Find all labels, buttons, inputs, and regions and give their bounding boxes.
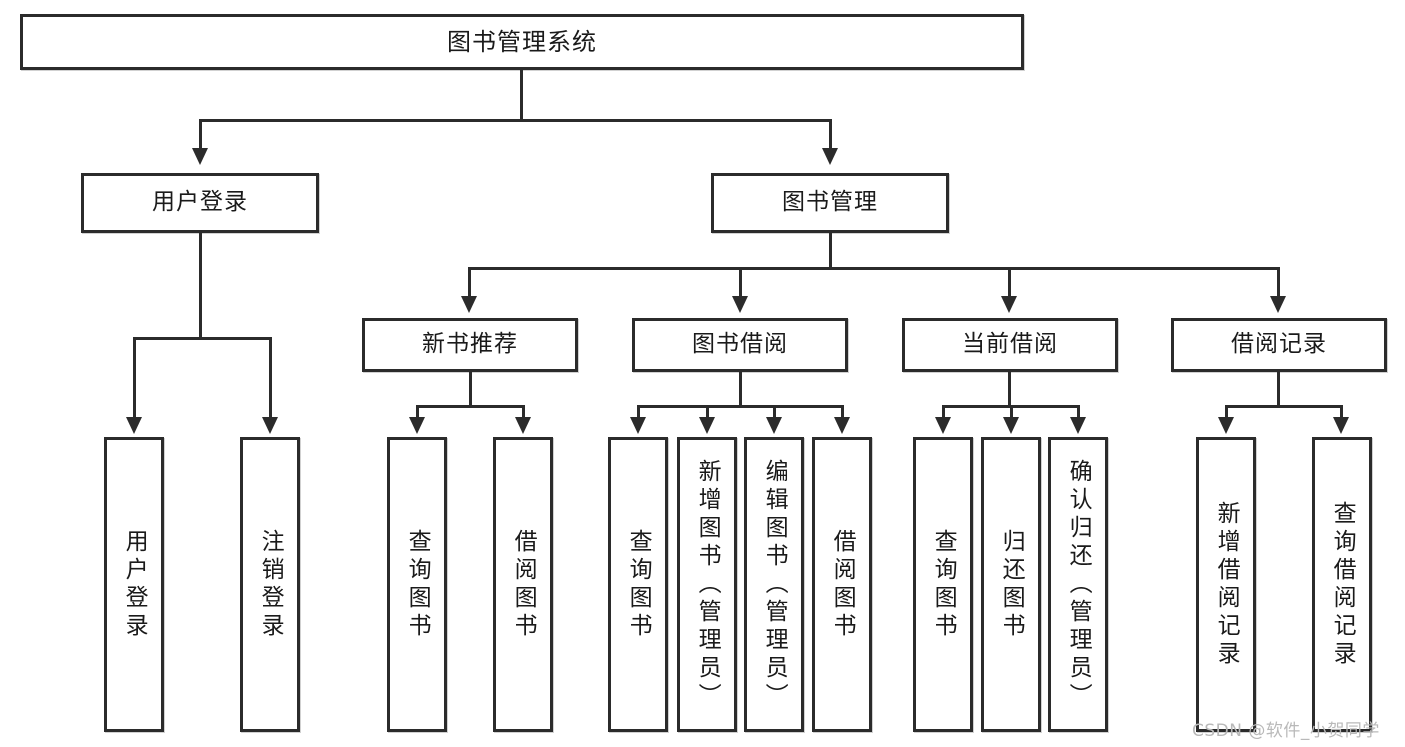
- node-label: 当前借阅: [962, 331, 1058, 358]
- connector-currentborrow-to-leaf2: [1010, 405, 1013, 419]
- arrowhead-currentborrow-leaf2: [1003, 417, 1019, 434]
- connector-currentborrow-stem: [1008, 372, 1011, 408]
- connector-userlogin-stem: [199, 233, 202, 340]
- node-label: 用户登录: [121, 528, 148, 641]
- connector-bookborrow-to-leaf4: [841, 405, 844, 419]
- node-label: 借阅图书: [829, 528, 856, 641]
- leaf-newbook-query-book: 查询图书: [387, 437, 447, 732]
- node-label: 新增借阅记录: [1213, 500, 1240, 669]
- leaf-bookborrow-query-book: 查询图书: [608, 437, 668, 732]
- arrowhead-bookmgmt-current: [1001, 296, 1017, 313]
- csdn-watermark: CSDN @软件_小贺同学: [1192, 721, 1380, 741]
- node-label: 图书管理: [782, 189, 878, 216]
- leaf-borrowrecord-add-record: 新增借阅记录: [1196, 437, 1256, 732]
- node-root-system: 图书管理系统: [20, 14, 1024, 70]
- arrowhead-bookmgmt-borrow: [732, 296, 748, 313]
- arrowhead-borrowrecord-leaf1: [1218, 417, 1234, 434]
- node-label: 借阅记录: [1231, 331, 1327, 358]
- leaf-currentborrow-return-book: 归还图书: [981, 437, 1041, 732]
- leaf-user-login: 用户登录: [104, 437, 164, 732]
- arrowhead-currentborrow-leaf3: [1070, 417, 1086, 434]
- arrowhead-borrowrecord-leaf2: [1333, 417, 1349, 434]
- leaf-borrowrecord-query-record: 查询借阅记录: [1312, 437, 1372, 732]
- node-label: 新书推荐: [422, 331, 518, 358]
- connector-root-stem: [520, 70, 523, 121]
- connector-newbook-to-leaf2: [522, 405, 525, 419]
- connector-borrowrecord-to-leaf2: [1340, 405, 1343, 419]
- node-label: 借阅图书: [510, 528, 537, 641]
- leaf-currentborrow-confirm-return-admin: 确认归还（管理员）: [1048, 437, 1108, 732]
- arrowhead-bookmgmt-record: [1270, 296, 1286, 313]
- node-label: 查询图书: [404, 528, 431, 641]
- connector-currentborrow-to-leaf3: [1077, 405, 1080, 419]
- connector-root-bus: [199, 119, 832, 122]
- connector-borrowrecord-to-leaf1: [1225, 405, 1228, 419]
- connector-currentborrow-to-leaf1: [942, 405, 945, 419]
- node-label: 查询图书: [625, 528, 652, 641]
- connector-borrowrecord-stem: [1277, 372, 1280, 408]
- arrowhead-bookborrow-leaf1: [630, 417, 646, 434]
- connector-bookmgmt-to-borrow: [739, 267, 742, 299]
- connector-bookborrow-stem: [739, 372, 742, 408]
- arrowhead-currentborrow-leaf1: [935, 417, 951, 434]
- node-label: 图书管理系统: [447, 27, 597, 56]
- arrowhead-bookborrow-leaf3: [766, 417, 782, 434]
- arrowhead-root-to-bookmgmt: [822, 148, 838, 165]
- connector-newbook-bus: [416, 405, 525, 408]
- connector-userlogin-bus: [133, 337, 272, 340]
- node-label: 注销登录: [257, 528, 284, 641]
- node-label: 编辑图书（管理员）: [761, 458, 788, 711]
- connector-bookmgmt-bus: [468, 267, 1280, 270]
- connector-borrowrecord-bus: [1225, 405, 1343, 408]
- connector-bookmgmt-to-current: [1008, 267, 1011, 299]
- node-label: 查询图书: [930, 528, 957, 641]
- leaf-logout-login: 注销登录: [240, 437, 300, 732]
- node-label: 归还图书: [998, 528, 1025, 641]
- connector-userlogin-to-leaf2: [269, 337, 272, 419]
- leaf-newbook-borrow-book: 借阅图书: [493, 437, 553, 732]
- arrowhead-bookborrow-leaf2: [699, 417, 715, 434]
- connector-bookmgmt-stem: [829, 233, 832, 270]
- connector-userlogin-to-leaf1: [133, 337, 136, 419]
- node-user-login: 用户登录: [81, 173, 319, 233]
- connector-newbook-to-leaf1: [416, 405, 419, 419]
- node-new-book-recommend: 新书推荐: [362, 318, 578, 372]
- node-label: 新增图书（管理员）: [694, 458, 721, 711]
- arrowhead-userlogin-leaf2: [262, 417, 278, 434]
- connector-newbook-stem: [469, 372, 472, 408]
- node-label: 用户登录: [152, 189, 248, 216]
- arrowhead-userlogin-leaf1: [126, 417, 142, 434]
- node-book-management: 图书管理: [711, 173, 949, 233]
- connector-bookmgmt-to-record: [1277, 267, 1280, 299]
- leaf-bookborrow-add-book-admin: 新增图书（管理员）: [677, 437, 737, 732]
- leaf-bookborrow-borrow-book: 借阅图书: [812, 437, 872, 732]
- connector-bookborrow-to-leaf1: [637, 405, 640, 419]
- connector-root-to-bookmgmt: [829, 119, 832, 151]
- node-label: 图书借阅: [692, 331, 788, 358]
- leaf-currentborrow-query-book: 查询图书: [913, 437, 973, 732]
- arrowhead-bookborrow-leaf4: [834, 417, 850, 434]
- arrowhead-newbook-leaf2: [515, 417, 531, 434]
- node-current-borrow: 当前借阅: [902, 318, 1118, 372]
- connector-bookborrow-to-leaf3: [773, 405, 776, 419]
- leaf-bookborrow-edit-book-admin: 编辑图书（管理员）: [744, 437, 804, 732]
- arrowhead-bookmgmt-new: [461, 296, 477, 313]
- connector-root-to-login: [199, 119, 202, 151]
- node-label: 确认归还（管理员）: [1065, 458, 1092, 711]
- connector-bookmgmt-to-new: [468, 267, 471, 299]
- connector-bookborrow-bus: [637, 405, 844, 408]
- node-label: 查询借阅记录: [1329, 500, 1356, 669]
- arrowhead-root-to-login: [192, 148, 208, 165]
- arrowhead-newbook-leaf1: [409, 417, 425, 434]
- connector-bookborrow-to-leaf2: [706, 405, 709, 419]
- node-borrow-record: 借阅记录: [1171, 318, 1387, 372]
- node-book-borrow: 图书借阅: [632, 318, 848, 372]
